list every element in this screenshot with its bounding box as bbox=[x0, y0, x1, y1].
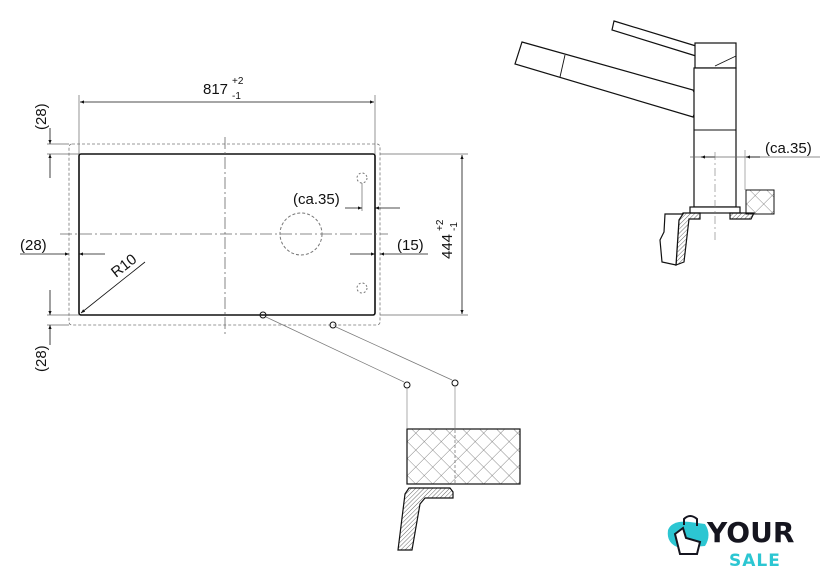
faucet-head bbox=[694, 42, 737, 69]
cutout-outline bbox=[68, 143, 381, 326]
margin-bottom-label: (28) bbox=[33, 345, 50, 372]
faucet-body bbox=[693, 67, 737, 208]
logo-text-sale: SALE bbox=[729, 551, 781, 571]
width-tol-minus: -1 bbox=[232, 91, 241, 102]
height-label: 444 bbox=[439, 234, 456, 259]
dimension-labels: 817 +2 -1 444 +2 -1 (28) (28) (28) (ca.3… bbox=[20, 76, 812, 372]
accessory-hole-bottom bbox=[356, 282, 368, 294]
faucet-side-view bbox=[514, 20, 820, 266]
yoursale-logo bbox=[667, 515, 709, 555]
faucet-offset-label: (ca.35) bbox=[765, 140, 812, 157]
tap-hole bbox=[279, 212, 323, 256]
faucet-lever bbox=[611, 20, 697, 57]
margin-top-label: (28) bbox=[33, 103, 50, 130]
countertop-section bbox=[397, 379, 521, 551]
pointing-hand-icon bbox=[673, 526, 702, 555]
sink-outline bbox=[78, 153, 376, 316]
sink-rim-section bbox=[397, 487, 454, 551]
margin-left-label: (28) bbox=[20, 237, 47, 254]
height-tol-plus: +2 bbox=[435, 219, 446, 231]
logo-text-your: YOUR bbox=[706, 516, 794, 549]
radius-label: R10 bbox=[108, 251, 140, 281]
height-tol-minus: -1 bbox=[449, 222, 460, 231]
accessory-hole-top bbox=[356, 172, 368, 184]
sink-plan-view bbox=[20, 95, 468, 383]
right-offset-label: (15) bbox=[397, 237, 424, 254]
width-tol-plus: +2 bbox=[232, 76, 244, 87]
faucet-spout bbox=[514, 41, 698, 118]
radius-leader bbox=[80, 261, 146, 314]
tap-offset-label: (ca.35) bbox=[293, 191, 340, 208]
width-label: 817 bbox=[203, 81, 228, 98]
